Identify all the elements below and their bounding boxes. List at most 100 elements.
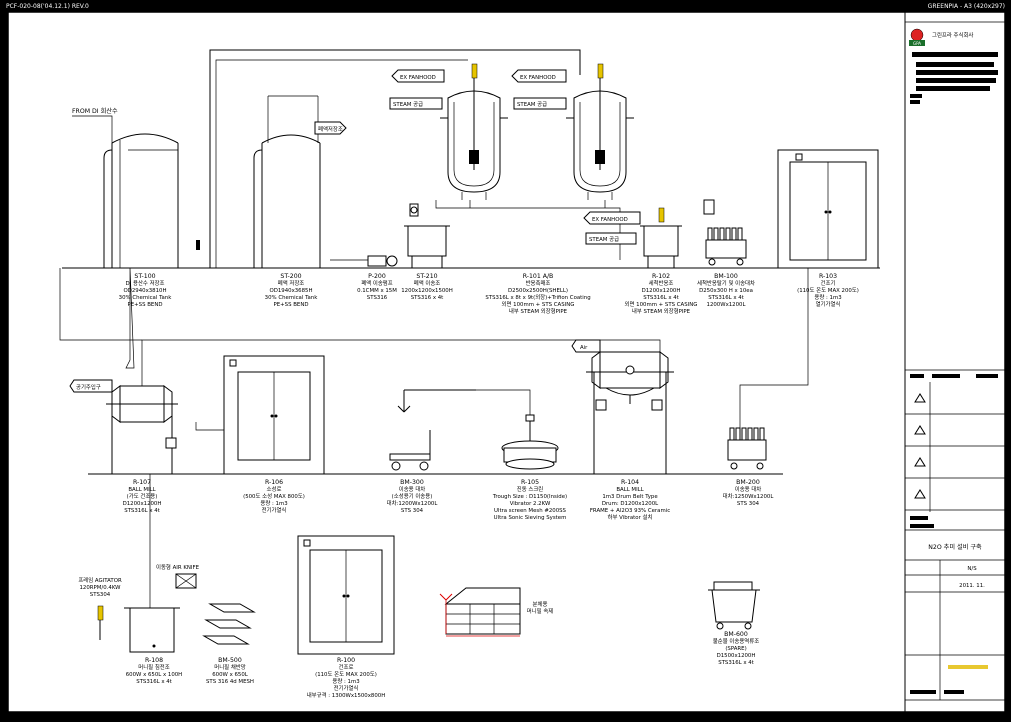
st210-tank-symbol	[404, 203, 450, 268]
r102-reactor	[640, 207, 682, 268]
steam-1-label: STEAM 공급	[393, 101, 423, 108]
r101-spec-line: 외면 100mm + STS CASING	[502, 300, 575, 308]
r101-spec-line: 내부 STEAM 외장형PIPE	[509, 307, 568, 315]
st200-spec-line: 30% Chemical Tank	[265, 295, 319, 301]
r101-spec-line: D2500x2500H(SHELL)	[508, 288, 568, 294]
r103-spec-line: 건조기	[821, 279, 836, 287]
r105-spec-line: Ultra screen Mesh #200SS	[494, 508, 567, 514]
pipe-steam	[215, 59, 468, 268]
redacted-info	[910, 52, 998, 104]
scale-value: N/S	[967, 566, 977, 572]
r105-spec-line: 진동 스크린	[517, 485, 544, 493]
r102-spec-line: 외면 100mm + STS CASING	[625, 300, 698, 308]
st200-spec-line: OD1940x3685H	[269, 288, 312, 294]
ex-fanhood-tag-2: EX FANHOOD	[511, 69, 567, 83]
bm100-tag: BM-100	[714, 273, 738, 280]
bm200-cart	[727, 427, 767, 470]
r101-spec-line: STS316L x 8t x 9t(외장)+Trifion Coating	[485, 294, 590, 301]
p200-spec-line: STS316	[367, 295, 388, 301]
st200-tag: ST-200	[280, 273, 301, 280]
air-blow-tag: 공기주입구	[69, 379, 113, 393]
st100-spec-line: DI 용산수 저장조	[126, 279, 165, 287]
r105-spec-line: Vibrator 2.2KW	[510, 501, 551, 507]
st210-spec-line: 폐액 이송조	[414, 279, 441, 287]
air-label: Air	[580, 345, 588, 351]
st200-tank-symbol	[253, 95, 321, 268]
bm500-tag: BM-500	[218, 657, 242, 664]
st100-spec-line: 30% Chemical Tank	[119, 295, 173, 301]
r106-spec-line: 용량 : 1m3	[260, 500, 287, 507]
logo-text: GPA	[913, 41, 921, 46]
r101-reactor-a	[440, 63, 508, 200]
r106-spec-line: 소성로	[267, 485, 282, 493]
r104-tag: R-104	[621, 479, 639, 486]
r103-spec-line: 열기가열식	[816, 300, 841, 308]
r103-spec-line: 용량 : 1m3	[814, 294, 841, 301]
bm600-spec-line: 불순물 이송용역류조	[713, 637, 759, 645]
st210-spec-line: STS316 x 4t	[411, 295, 444, 301]
pipe-header	[209, 49, 581, 268]
r104-ball-mill	[586, 351, 674, 474]
air-knife-symbol	[175, 573, 197, 589]
steam-tag-3: STEAM 공급	[585, 232, 637, 245]
bm300-spec-line: 대차:1200Wx1200L	[387, 499, 438, 507]
collector-stack	[439, 587, 521, 637]
sheet-size-label: GREENPIA - A3 (420x297)	[928, 3, 1005, 10]
r100-dryer	[297, 535, 395, 655]
p200-spec-line: 폐액 이송펌프	[361, 279, 393, 287]
st210-tag: ST-210	[416, 273, 437, 280]
ex-fanhood-tag-1: EX FANHOOD	[391, 69, 445, 83]
r100-spec-line: 전기가열식	[334, 684, 359, 692]
r105-tag: R-105	[521, 479, 539, 486]
bm100-spec-line: STS316L x 4t	[708, 295, 744, 301]
steam-3-label: STEAM 공급	[589, 236, 619, 243]
ex-fanhood-3-label: EX FANHOOD	[592, 217, 628, 223]
r100-spec-line: 내부규격 : 1300Wx1500x800H	[307, 691, 386, 699]
r103-dryer	[777, 149, 879, 269]
r100-spec-line: 건조로	[339, 664, 354, 671]
r100-tag: R-100	[337, 657, 355, 664]
st100-tank-symbol	[103, 133, 200, 268]
r108-tag: R-108	[145, 657, 163, 664]
st210-spec-line: 1200x1200x1500H	[401, 288, 453, 294]
ex-fanhood-2-label: EX FANHOOD	[520, 75, 556, 81]
r102-spec-line: 내부 STEAM 외장형PIPE	[632, 307, 691, 315]
steam-tag-2: STEAM 공급	[513, 97, 567, 110]
bm100-cart	[703, 199, 747, 266]
bm300-spec-line: (소성용기 이송용)	[392, 492, 433, 500]
p200-tag: P-200	[368, 273, 386, 280]
di-acid-source-label: FROM DI 희산수	[72, 107, 118, 115]
st100-spec-line: OD2940x3810H	[123, 288, 166, 294]
r100-spec-line: (110도 온도 MAX 200도)	[315, 671, 377, 678]
r104-spec-line: BALL MILL	[616, 487, 643, 493]
revision-table	[905, 382, 1005, 512]
bm200-spec-line: 대차:1250Wx1200L	[723, 492, 774, 500]
p200-spec-line: 0.1CMM x 15M	[357, 288, 397, 294]
ex-fanhood-tag-3: EX FANHOOD	[583, 211, 641, 225]
steam-tag-1: STEAM 공급	[389, 97, 443, 110]
date-value: 2011. 11.	[959, 583, 985, 589]
st100-spec-line: PE+SS BEND	[127, 302, 162, 308]
r102-spec-line: D1200x1200H	[642, 288, 681, 294]
r101-reactor-b	[566, 63, 634, 200]
waste-tank-tag: 폐액저장조	[314, 121, 347, 135]
r106-spec-line: 전기가열식	[262, 506, 287, 514]
bm600-spec-line: STS316L x 4t	[718, 660, 754, 666]
bm500-spec-line: 600W x 650L	[212, 672, 248, 678]
